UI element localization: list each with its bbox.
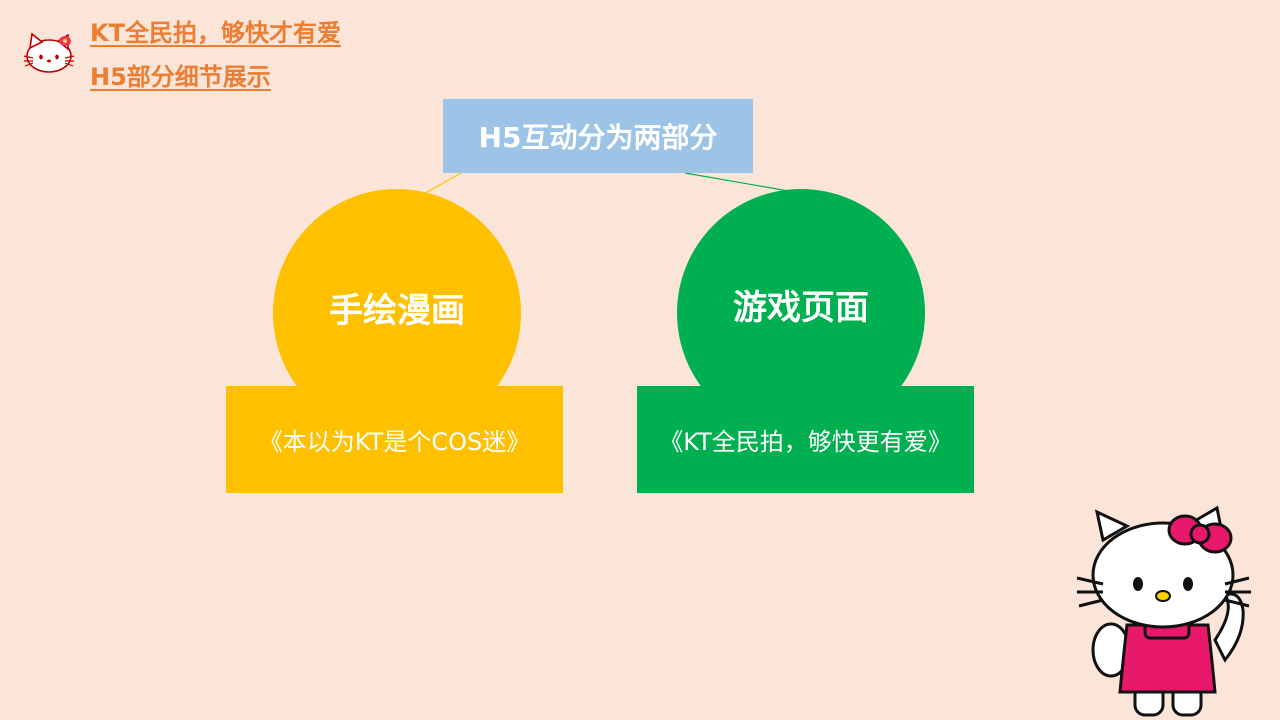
- circle-title-right: 游戏页面: [733, 288, 869, 328]
- hello-kitty-icon: [1076, 505, 1251, 717]
- circle-title-left: 手绘漫画: [329, 291, 465, 331]
- caption-box-left: 《本以为KT是个COS迷》: [226, 386, 563, 493]
- hello-kitty-head-icon: [23, 32, 75, 73]
- page-subtitle: H5部分细节展示: [90, 63, 271, 91]
- page-title: KT全民拍，够快才有爱: [90, 19, 341, 47]
- caption-box-right: 《KT全民拍，够快更有爱》: [637, 386, 974, 493]
- root-node: H5互动分为两部分: [443, 99, 753, 173]
